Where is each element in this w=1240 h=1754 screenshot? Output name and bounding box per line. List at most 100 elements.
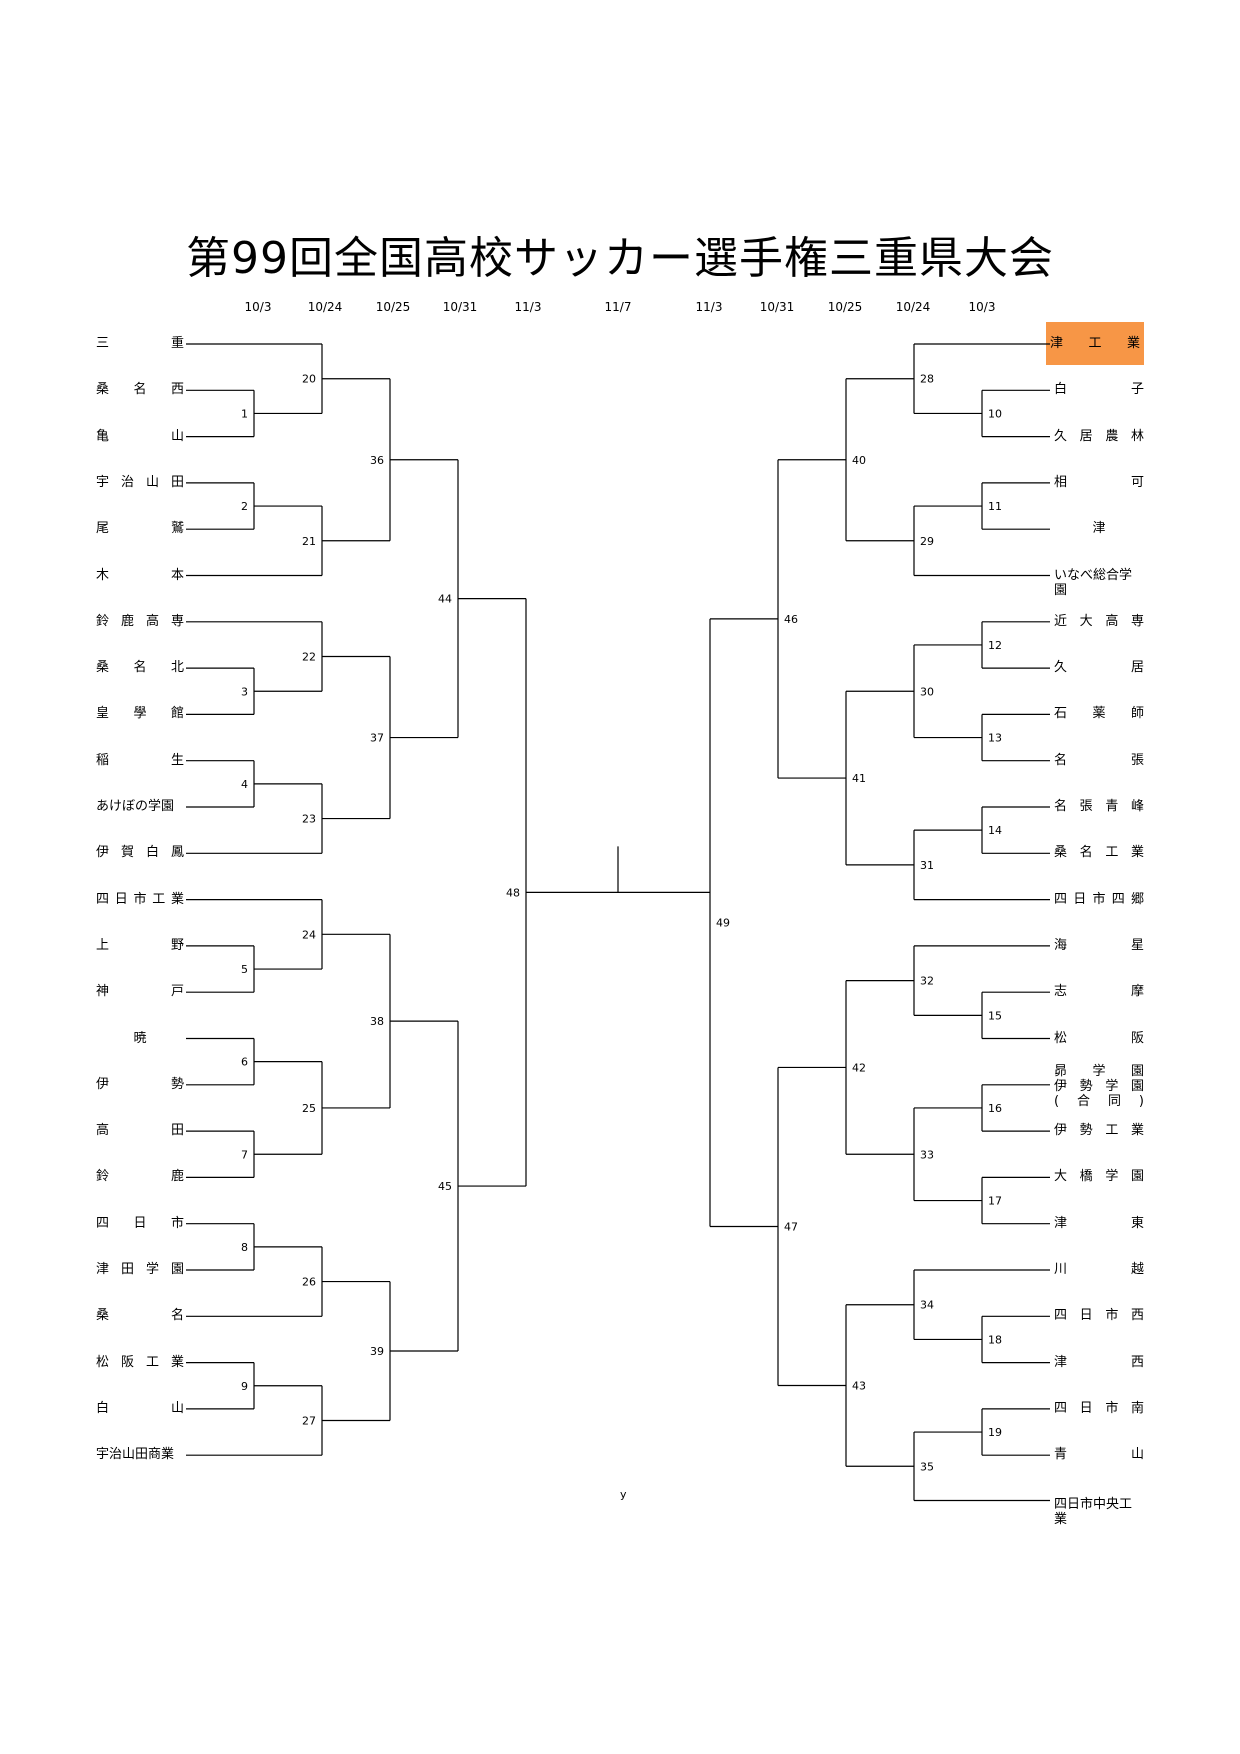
right-team: 津西 [1054, 1354, 1144, 1370]
right-team: 津工業 [1046, 322, 1144, 365]
match-number: 40 [852, 454, 866, 467]
left-team: 宇治山田商業 [96, 1447, 175, 1463]
right-team: 大橋学園 [1054, 1169, 1144, 1185]
round-date: 10/25 [375, 300, 411, 314]
right-team: 久居 [1054, 660, 1144, 676]
left-team: 四日市 [96, 1215, 184, 1231]
match-number: 25 [302, 1102, 316, 1115]
right-team: 四日市中央工業 [1054, 1496, 1133, 1527]
right-team: 津東 [1054, 1215, 1144, 1231]
right-team: 四日市四郷 [1054, 891, 1144, 907]
left-team: 宇治山田 [96, 474, 184, 490]
left-team: 松阪工業 [96, 1354, 184, 1370]
match-number: 32 [920, 975, 934, 988]
match-number: 36 [370, 454, 384, 467]
right-team: 相可 [1054, 474, 1144, 490]
right-team: 川越 [1054, 1262, 1144, 1277]
match-number: 29 [920, 535, 934, 548]
right-team: 津 [1092, 521, 1106, 537]
right-team: 石薬師 [1054, 706, 1144, 722]
match-number: 8 [241, 1241, 248, 1254]
round-date: 10/24 [895, 300, 931, 314]
match-number: 35 [920, 1460, 934, 1473]
match-number: 42 [852, 1061, 866, 1074]
round-date: 10/31 [442, 300, 478, 314]
match-number: 20 [302, 373, 316, 386]
right-team: 松阪 [1054, 1030, 1144, 1046]
match-number: 38 [370, 1015, 384, 1028]
left-team: 亀山 [96, 428, 184, 444]
left-team: 上野 [96, 937, 184, 953]
right-team: 白子 [1054, 382, 1144, 398]
left-team: 三重 [96, 336, 184, 351]
left-team: あけぼの学園 [96, 799, 175, 814]
match-number: 22 [302, 651, 316, 664]
left-team: 桑名西 [96, 382, 184, 398]
right-team: いなべ総合学園 [1054, 567, 1133, 598]
match-number: 28 [920, 373, 934, 386]
left-team: 桑名北 [96, 660, 184, 676]
match-number: 27 [302, 1414, 316, 1427]
round-date: 11/7 [604, 300, 632, 314]
match-number: 7 [241, 1148, 248, 1161]
right-team: 四日市西 [1054, 1308, 1144, 1324]
left-team: 伊勢 [96, 1076, 184, 1092]
left-team: 津田学園 [96, 1262, 184, 1277]
right-team: 昴学園伊勢学園(合同) [1054, 1064, 1144, 1110]
match-number: 16 [988, 1102, 1002, 1115]
match-number: 9 [241, 1380, 248, 1393]
match-number: 24 [302, 928, 316, 941]
match-number: 5 [241, 963, 248, 976]
match-number: 13 [988, 732, 1002, 745]
match-number: 2 [241, 500, 248, 513]
match-number: 44 [438, 593, 452, 606]
match-number: 41 [852, 772, 866, 785]
left-team: 高田 [96, 1123, 184, 1139]
left-team: 神戸 [96, 984, 184, 1000]
right-team: 四日市南 [1054, 1400, 1144, 1416]
right-team: 海星 [1054, 937, 1144, 953]
left-team: 桑名 [96, 1308, 184, 1324]
match-number: 46 [784, 613, 798, 626]
match-number: 6 [241, 1056, 248, 1069]
match-number: 26 [302, 1276, 316, 1289]
left-team: 白山 [96, 1400, 184, 1416]
match-number: 18 [988, 1333, 1002, 1346]
left-team: 鈴鹿 [96, 1169, 184, 1185]
right-team: 名張青峰 [1054, 799, 1144, 814]
left-team: 四日市工業 [96, 891, 184, 907]
match-number: 49 [716, 917, 730, 930]
left-team: 暁 [133, 1030, 147, 1046]
right-team: 久居農林 [1054, 428, 1144, 444]
left-team: 稲生 [96, 752, 184, 768]
match-number: 14 [988, 824, 1002, 837]
left-team: 伊賀白鳳 [96, 845, 184, 861]
match-number: 47 [784, 1220, 798, 1233]
right-team: 名張 [1054, 752, 1144, 768]
left-team: 尾鷲 [96, 521, 184, 537]
match-number: 3 [241, 685, 248, 698]
match-number: 34 [920, 1299, 934, 1312]
round-date: 10/3 [244, 300, 272, 314]
match-number: 17 [988, 1195, 1002, 1208]
match-number: 1 [241, 407, 248, 420]
match-number: 23 [302, 813, 316, 826]
match-number: 10 [988, 407, 1002, 420]
match-number: 37 [370, 732, 384, 745]
match-number: 12 [988, 639, 1002, 652]
match-number: 48 [506, 886, 520, 899]
match-number: 15 [988, 1009, 1002, 1022]
match-number: 43 [852, 1380, 866, 1393]
round-date: 10/31 [759, 300, 795, 314]
right-team: 近大高専 [1054, 613, 1144, 629]
match-number: 39 [370, 1345, 384, 1358]
round-date: 11/3 [695, 300, 723, 314]
left-team: 木本 [96, 567, 184, 583]
match-number: 30 [920, 685, 934, 698]
right-team: 志摩 [1054, 984, 1144, 1000]
round-date: 10/25 [827, 300, 863, 314]
right-team: 伊勢工業 [1054, 1123, 1144, 1139]
match-number: 33 [920, 1148, 934, 1161]
match-number: 21 [302, 535, 316, 548]
